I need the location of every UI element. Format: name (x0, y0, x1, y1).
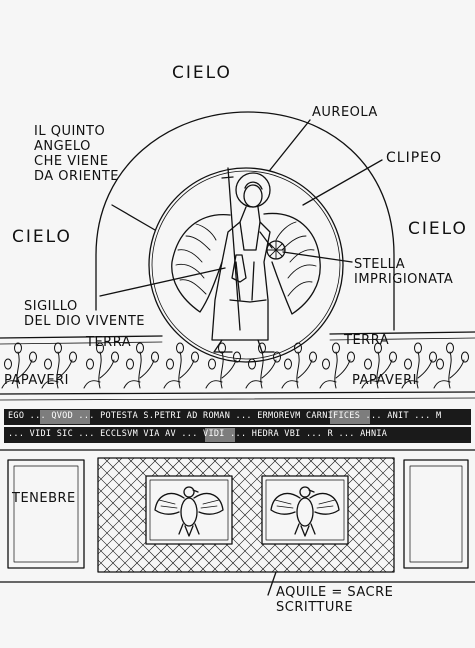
left-wing (171, 214, 231, 313)
leader-clipeo (302, 159, 383, 206)
poppy (433, 342, 469, 389)
sky-arch (95, 111, 395, 331)
label-sigillo: SIGILLO DEL DIO VIVENTE (24, 299, 146, 329)
label-aquile: AQUILE = SACRE SCRITTURE (276, 585, 394, 615)
inscription-line-2: ... VIDI SIC ... ECCLSVM VIA AV ... VIDI… (8, 429, 388, 439)
poppy (205, 342, 241, 389)
inscription-band-2 (4, 427, 471, 443)
label-quinto-angelo: IL QUINTO ANGELO CHE VIENE DA ORIENTE (34, 124, 119, 184)
poppy (163, 342, 199, 389)
seal-object (231, 254, 247, 283)
poppy (1, 342, 37, 389)
poppy (41, 342, 77, 389)
clipeo-circle (148, 167, 344, 363)
angel-halo (235, 172, 271, 208)
poppy (361, 342, 397, 389)
leader-aureola (269, 119, 311, 171)
label-cielo-top: CIELO (172, 63, 232, 83)
inscription-line-1: EGO ... QVOD ... POTESTA S.PETRI AD ROMA… (8, 411, 442, 421)
eagle-right (270, 486, 340, 537)
eagle-left (154, 486, 224, 537)
leader-aquile (267, 571, 277, 596)
poppy (319, 342, 355, 389)
eagle-panel-right (261, 475, 349, 545)
label-clipeo: CLIPEO (386, 150, 443, 166)
leader-stella (282, 251, 353, 263)
eagle-panel-left (145, 475, 233, 545)
tenebre-panel (7, 459, 85, 569)
label-aureola: AUREOLA (312, 105, 378, 120)
right-panel (403, 459, 469, 569)
poppy (401, 342, 437, 389)
poppy (281, 342, 317, 389)
terra-bottom-line (0, 391, 475, 395)
label-papaveri-left: PAPAVERI (4, 373, 69, 388)
angel-staff (227, 167, 241, 331)
label-cielo-right: CIELO (408, 219, 468, 239)
label-terra-right: TERRA (344, 333, 390, 348)
right-wing (263, 212, 321, 315)
poppy (83, 342, 119, 389)
label-tenebre: TENEBRE (12, 491, 76, 506)
terra-top-line (0, 331, 475, 339)
label-cielo-left: CIELO (12, 227, 72, 247)
label-terra-left: TERRA (86, 335, 132, 350)
poppy (245, 342, 281, 389)
poppy (123, 342, 159, 389)
lattice-panel (97, 457, 395, 573)
leader-sigillo (99, 267, 226, 297)
label-papaveri-right: PAPAVERI (352, 373, 417, 388)
leader-quinto (111, 204, 156, 231)
label-stella: STELLA IMPRIGIONATA (354, 257, 454, 287)
